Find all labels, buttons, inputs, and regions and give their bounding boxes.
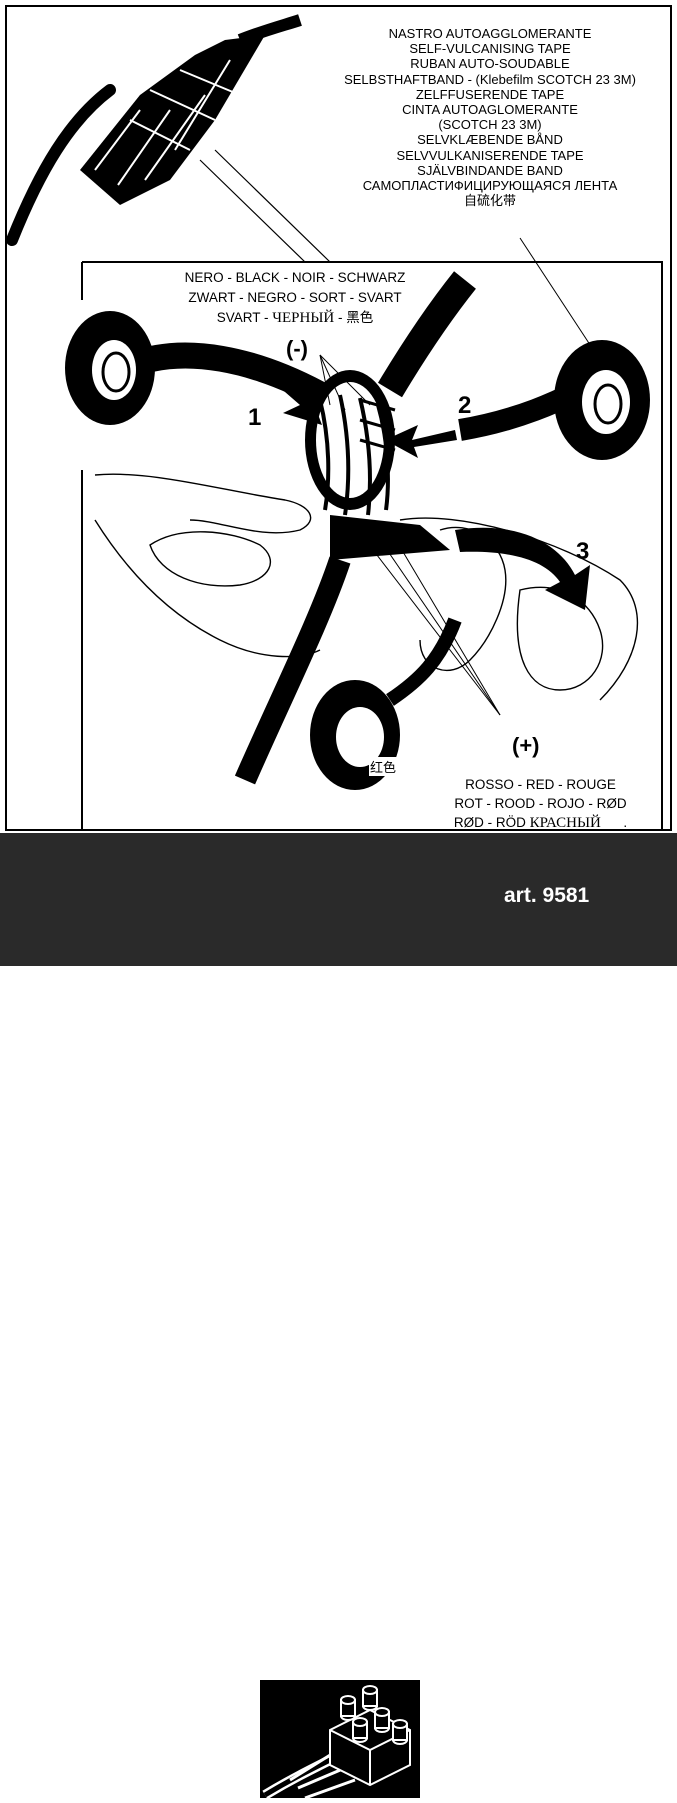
tape-label-line: (SCOTCH 23 3M) [438, 117, 542, 133]
cable-bottom [234, 556, 351, 785]
taping-illustration [6, 14, 663, 831]
terminal-block-icon [262, 1685, 411, 1800]
black-label-chinese: 黑色 [346, 310, 374, 325]
self-vulcanising-tape-roll [458, 340, 650, 460]
tape-label-line: SELVVULKANISERENDE TAPE [396, 147, 584, 163]
instruction-sheet: NASTRO AUTOAGGLOMERANTE SELF-VULCANISING… [0, 5, 677, 1800]
tape-label-line: ZELFFUSERENDE TAPE [415, 86, 565, 102]
black-label-russian: ЧЕРНЫЙ [272, 310, 335, 326]
tape-label-line: RUBAN AUTO-SOUDABLE [410, 56, 570, 72]
wire-splice [305, 370, 396, 516]
red-wire-label: ROSSO - RED - ROUGE ROT - ROOD - ROJO - … [408, 775, 673, 833]
black-label-latin: SVART - [216, 310, 273, 325]
arrow-step-1 [262, 365, 322, 425]
black-tape-band [330, 515, 450, 560]
red-label-dot: . [600, 815, 628, 830]
black-label-separator: - [334, 310, 347, 325]
cable-top [377, 271, 476, 398]
tape-label-line: SELVKLÆBENDE BÅND [417, 132, 563, 148]
tape-label-line: САМОПЛАСТИФИЦИРУЮЩАЯСЯ ЛЕНТА [362, 178, 618, 194]
polarity-leader-lines [319, 354, 501, 716]
terminal-block-thumbnail [259, 1679, 421, 1800]
red-label-line-1: ROSSO - RED - ROUGE [465, 777, 616, 792]
red-label-chinese: 红色 [369, 757, 398, 776]
arrow-step-3 [455, 527, 590, 610]
step-number-2: 2 [458, 392, 472, 419]
positive-polarity-label: (+) [512, 733, 540, 758]
red-label-line-3: RØD - RÖD КРАСНЫЙ . [408, 813, 673, 833]
tape-label-line: NASTRO AUTOAGGLOMERANTE [388, 26, 592, 41]
black-label-line-2: ZWART - NEGRO - SORT - SVART [188, 290, 402, 305]
wrapped-cable-detail [6, 14, 331, 263]
article-number: art. 9581 [504, 884, 590, 907]
tape-label-line: CINTA AUTOAGLOMERANTE [402, 102, 578, 118]
step-number-3: 3 [576, 538, 590, 565]
red-label-latin: RØD - RÖD [453, 815, 530, 830]
negative-polarity-label: (-) [286, 336, 308, 361]
red-label-russian: КРАСНЫЙ [529, 815, 601, 831]
illustration-frame [5, 5, 672, 831]
tape-label-line: 自硫化带 [463, 193, 516, 209]
arrow-step-2 [385, 425, 457, 458]
tape-label-line: SJÄLVBINDANDE BAND [417, 162, 563, 178]
black-label-line-1: NERO - BLACK - NOIR - SCHWARZ [184, 270, 406, 285]
red-label-line-2: ROT - ROOD - ROJO - RØD [454, 796, 627, 811]
black-wire-label: NERO - BLACK - NOIR - SCHWARZ ZWART - NE… [145, 268, 445, 328]
inner-frame-lines [81, 261, 663, 831]
leader-line-tape [519, 237, 601, 361]
tape-label-line: SELBSTHAFTBAND - (Klebefilm SCOTCH 23 3M… [344, 71, 636, 87]
black-tape-roll [65, 311, 337, 425]
tape-label-line: SELF-VULCANISING TAPE [409, 41, 571, 57]
footer-band: art. 9581 [0, 833, 677, 1800]
self-vulcanising-tape-label: NASTRO AUTOAGGLOMERANTE SELF-VULCANISING… [290, 26, 677, 208]
black-label-line-3: SVART - ЧЕРНЫЙ - 黑色 [145, 308, 445, 328]
step-number-1: 1 [248, 404, 262, 431]
